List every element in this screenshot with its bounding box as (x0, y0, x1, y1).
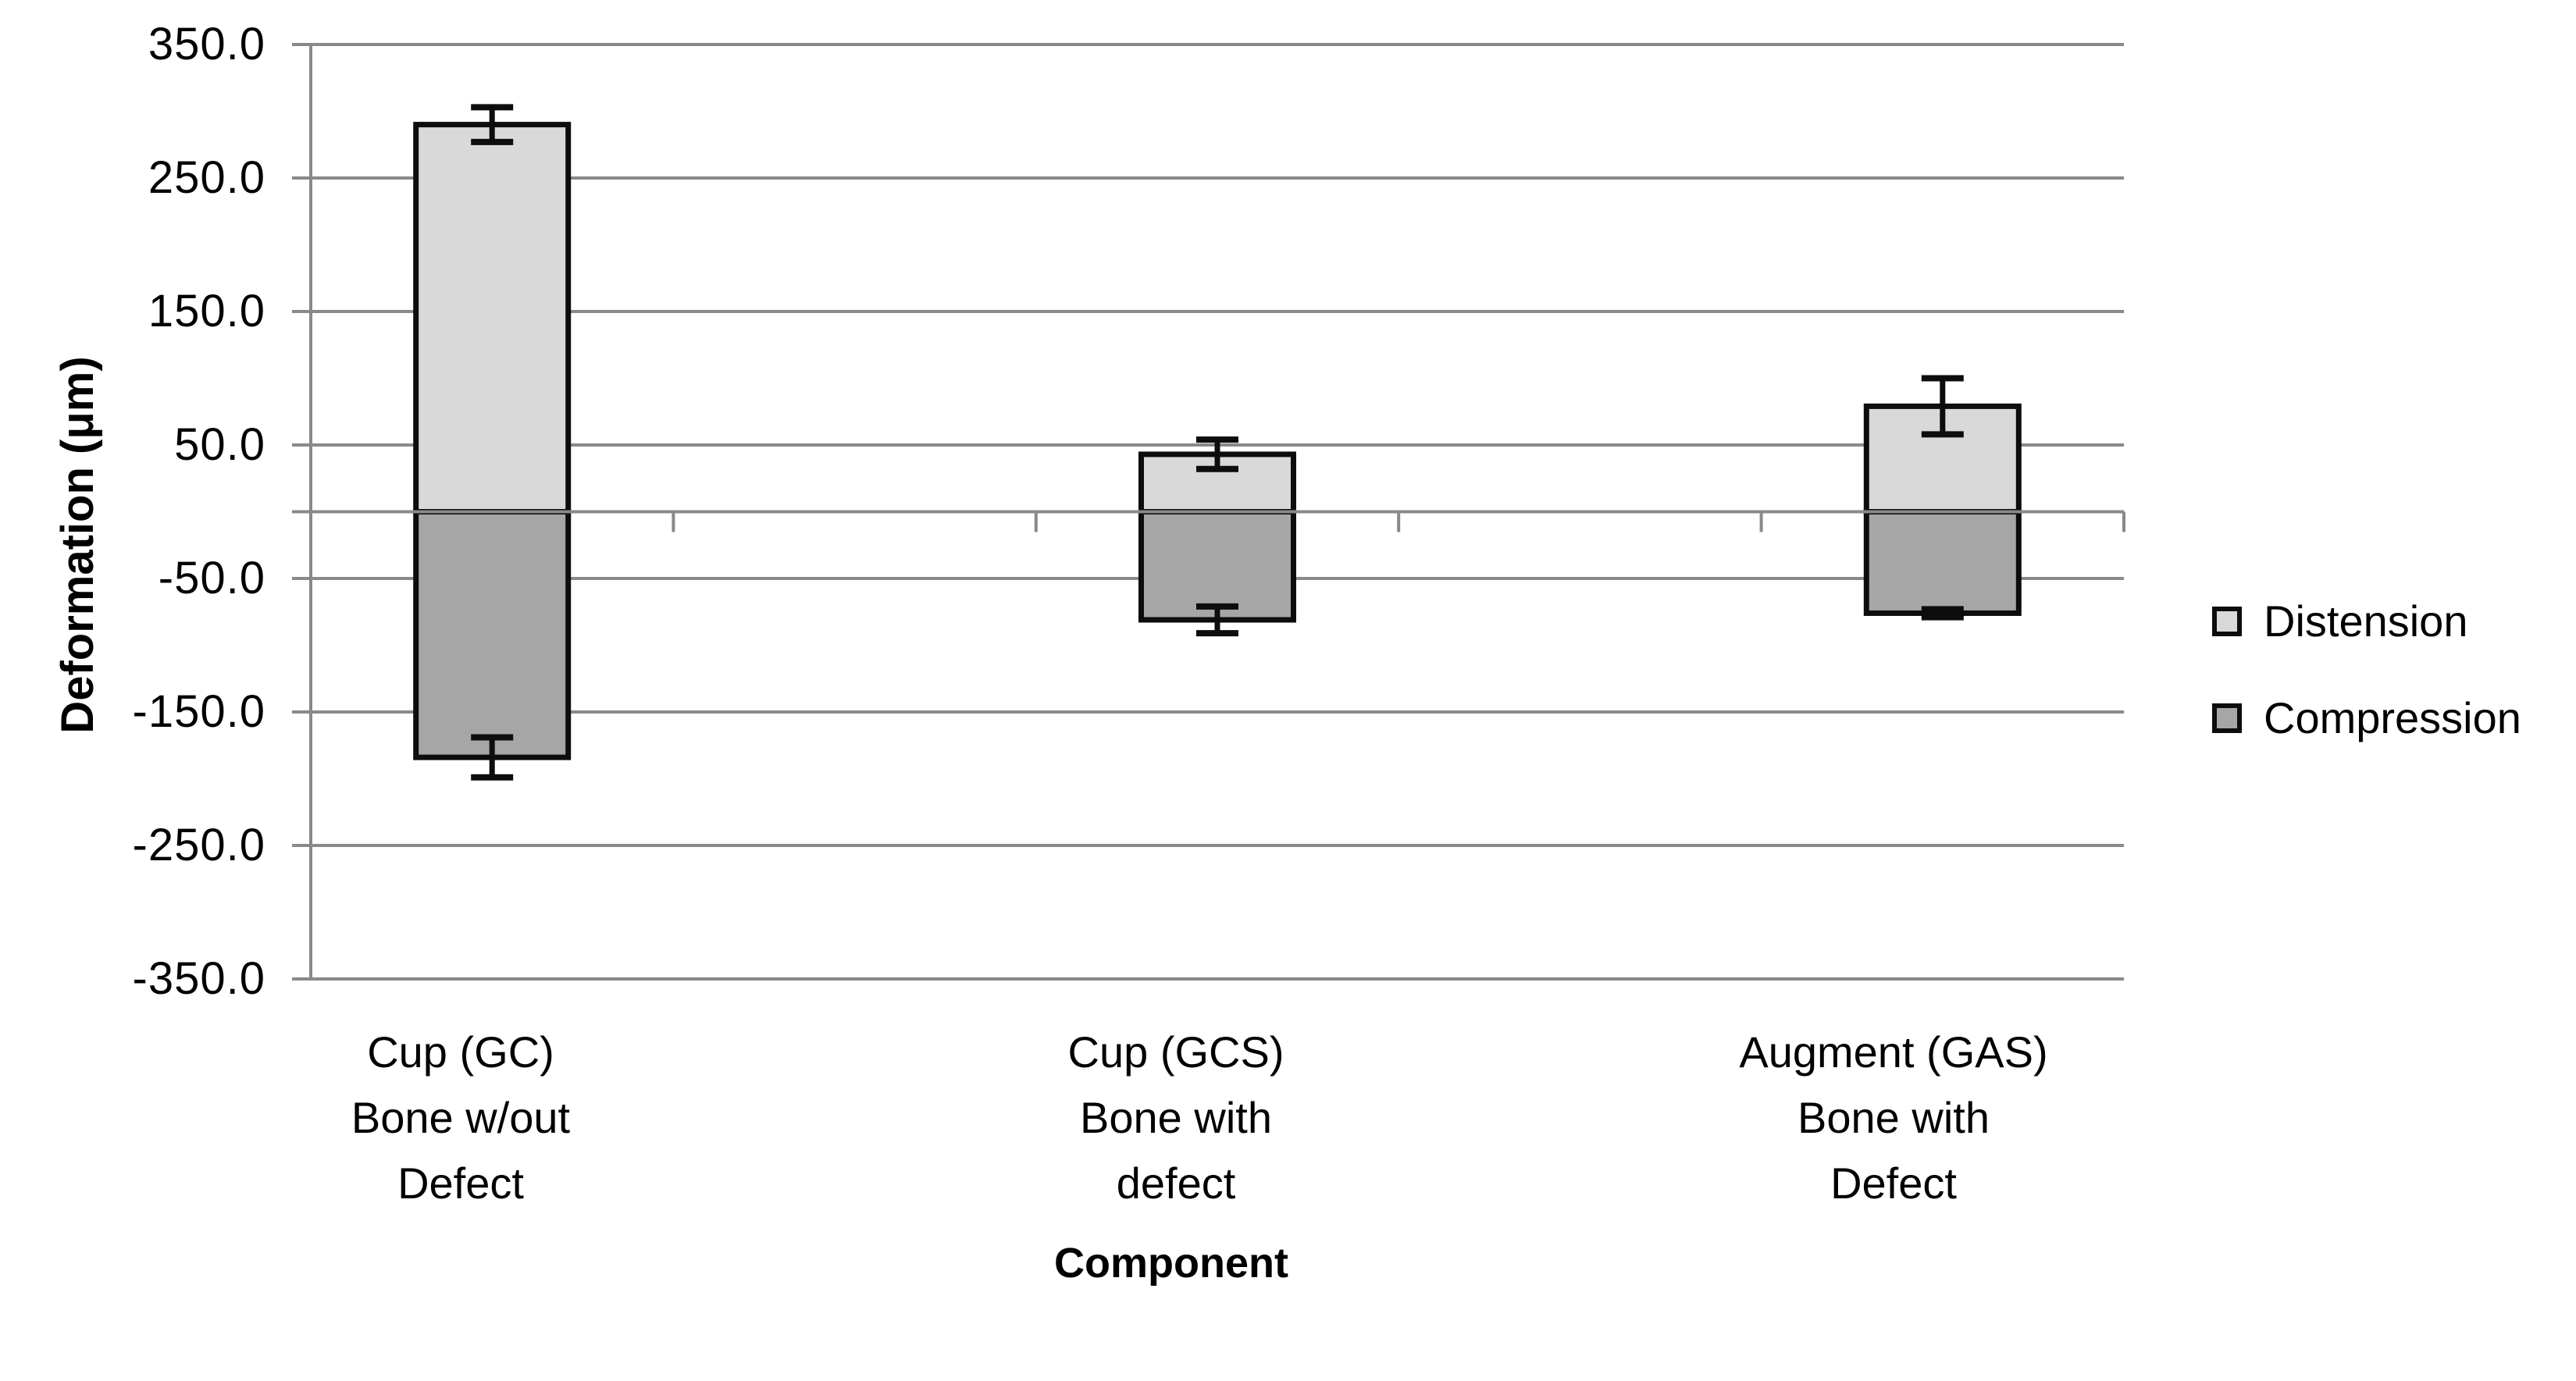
y-tick-label: -250.0 (132, 820, 265, 870)
category-label: Cup (GCS) Bone with defect (903, 1020, 1449, 1216)
category-label-line: Augment (GAS) (1739, 1027, 2048, 1077)
category-label-line: Cup (GCS) (1067, 1027, 1284, 1077)
category-label-line: Defect (1830, 1159, 1957, 1208)
legend: Distension Compression (2212, 598, 2521, 792)
category-label-line: Defect (397, 1159, 524, 1208)
bar-distension-0 (413, 122, 572, 514)
category-label-line: Cup (GC) (367, 1027, 554, 1077)
compression-swatch (2212, 703, 2242, 733)
legend-label-compression: Compression (2264, 693, 2521, 742)
distension-swatch (2212, 607, 2242, 636)
legend-item-distension: Distension (2212, 598, 2521, 645)
y-tick-label: -350.0 (132, 953, 265, 1004)
category-label-line: defect (1116, 1159, 1236, 1208)
bar-compression-2 (1863, 509, 2022, 616)
y-tick-label: 150.0 (148, 286, 265, 336)
x-axis-title: Component (1054, 1240, 1288, 1287)
y-tick-label: 250.0 (148, 152, 265, 203)
legend-item-compression: Compression (2212, 695, 2521, 742)
legend-label-distension: Distension (2264, 596, 2468, 646)
y-tick-label: 350.0 (148, 19, 265, 69)
y-tick-label: -150.0 (132, 686, 265, 737)
y-tick-label: 50.0 (174, 419, 265, 470)
y-tick-label: -50.0 (158, 553, 265, 603)
y-axis-title: Deformation (μm) (52, 356, 103, 734)
category-label-line: Bone w/out (351, 1093, 571, 1142)
category-label-line: Bone with (1797, 1093, 1990, 1142)
bar-compression-1 (1138, 509, 1296, 623)
bar-compression-0 (413, 509, 572, 760)
category-label-line: Bone with (1080, 1093, 1272, 1142)
